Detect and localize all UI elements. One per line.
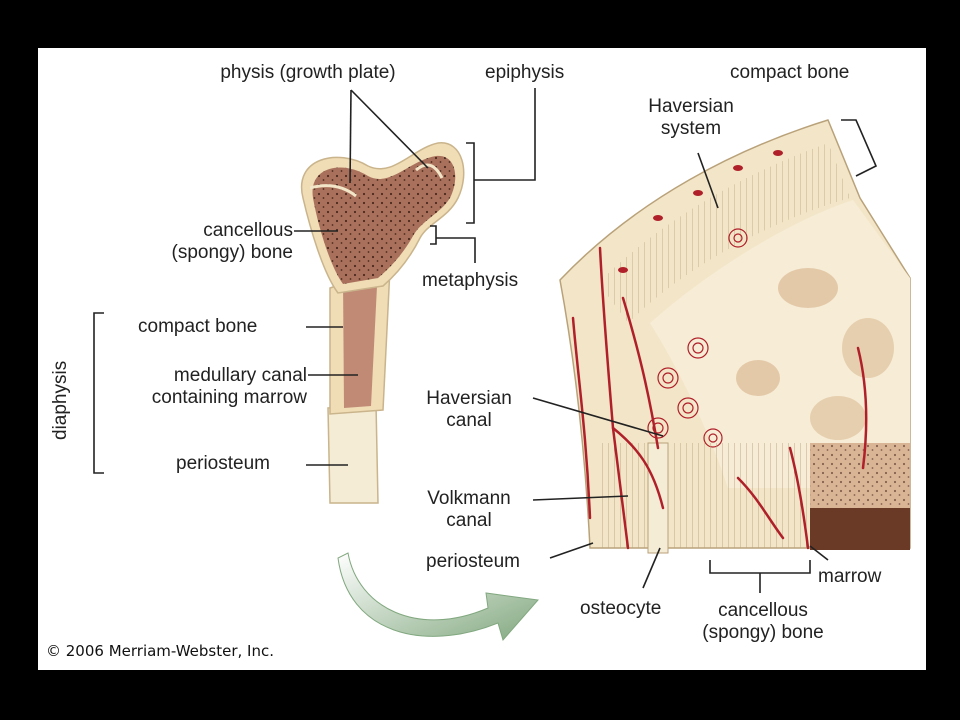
label-periosteum-right: periosteum <box>426 551 520 572</box>
label-metaphysis: metaphysis <box>422 270 519 291</box>
medullary-canal <box>343 266 378 408</box>
periosteum-shaft <box>327 403 379 504</box>
label-osteocyte: osteocyte <box>580 598 662 619</box>
label-diaphysis: diaphysis <box>50 360 71 440</box>
label-compact-bone-top: compact bone <box>730 62 850 83</box>
label-physis: physis (growth plate) <box>220 62 396 83</box>
label-volkmann: Volkmann canal <box>427 488 511 531</box>
transition-arrow <box>337 552 539 642</box>
blood-vessels <box>571 246 868 550</box>
marrow-block <box>810 508 910 550</box>
label-periosteum-left: periosteum <box>176 453 270 474</box>
label-epiphysis: epiphysis <box>485 62 565 83</box>
leader-lines <box>93 88 878 593</box>
osteon-column <box>647 442 669 554</box>
bone-illustration <box>93 88 911 642</box>
haversian-rings <box>647 228 748 448</box>
label-cancellous-right: cancellous (spongy) bone <box>702 600 824 643</box>
label-compact-bone-left: compact bone <box>138 316 258 337</box>
label-haversian-canal: Haversian canal <box>426 388 512 431</box>
growth-plate <box>309 184 357 198</box>
label-medullary: medullary canal containing marrow <box>151 365 307 408</box>
compact-band <box>598 143 850 323</box>
copyright-notice: © 2006 Merriam-Webster, Inc. <box>46 642 275 660</box>
label-haversian-system: Haversian system <box>648 96 734 139</box>
diagram-panel: physis (growth plate) epiphysis compact … <box>38 48 926 670</box>
label-marrow: marrow <box>818 566 882 587</box>
femur-illustration <box>300 142 465 504</box>
vessel-dots <box>618 150 783 273</box>
label-cancellous-left: cancellous (spongy) bone <box>171 220 293 263</box>
bone-cross-section <box>559 119 911 554</box>
